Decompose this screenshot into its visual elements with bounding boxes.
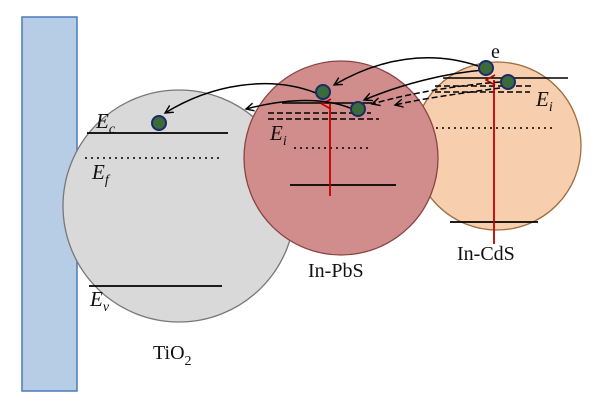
- electron-dot-pbs-cb: [315, 84, 331, 100]
- electron-dot-pbs-trap: [350, 101, 366, 117]
- pbs-label: In-PbS: [308, 260, 364, 282]
- cds-to-pbs-arrow-mid: [364, 69, 485, 100]
- tio2-ef-label: Ef: [91, 160, 111, 188]
- pbs-particle: [243, 60, 439, 256]
- electron-label: e: [491, 41, 500, 63]
- electron-dot-cds-cb: [478, 60, 494, 76]
- cds-to-pbs-dashed-arrow-2: [395, 87, 501, 105]
- tio2-ec-label: Ec: [95, 109, 116, 137]
- tio2-label: TiO2: [153, 342, 192, 369]
- pbs-to-tio2-arrow: [165, 83, 317, 113]
- electron-dot-cds-trap: [500, 74, 516, 90]
- cds-to-pbs-dashed-arrow-1: [372, 81, 501, 104]
- pbs-trap-to-tio2-arrow: [246, 99, 351, 109]
- cds-to-pbs-arrow-top: [334, 57, 479, 85]
- cds-ei-label: Ei: [535, 87, 553, 115]
- pbs-ei-label: Ei: [269, 121, 287, 149]
- cds-label: In-CdS: [457, 243, 515, 265]
- cds-particle: [412, 61, 582, 231]
- tio2-ev-label: Ev: [89, 287, 110, 315]
- electron-dot-tio2: [151, 115, 167, 131]
